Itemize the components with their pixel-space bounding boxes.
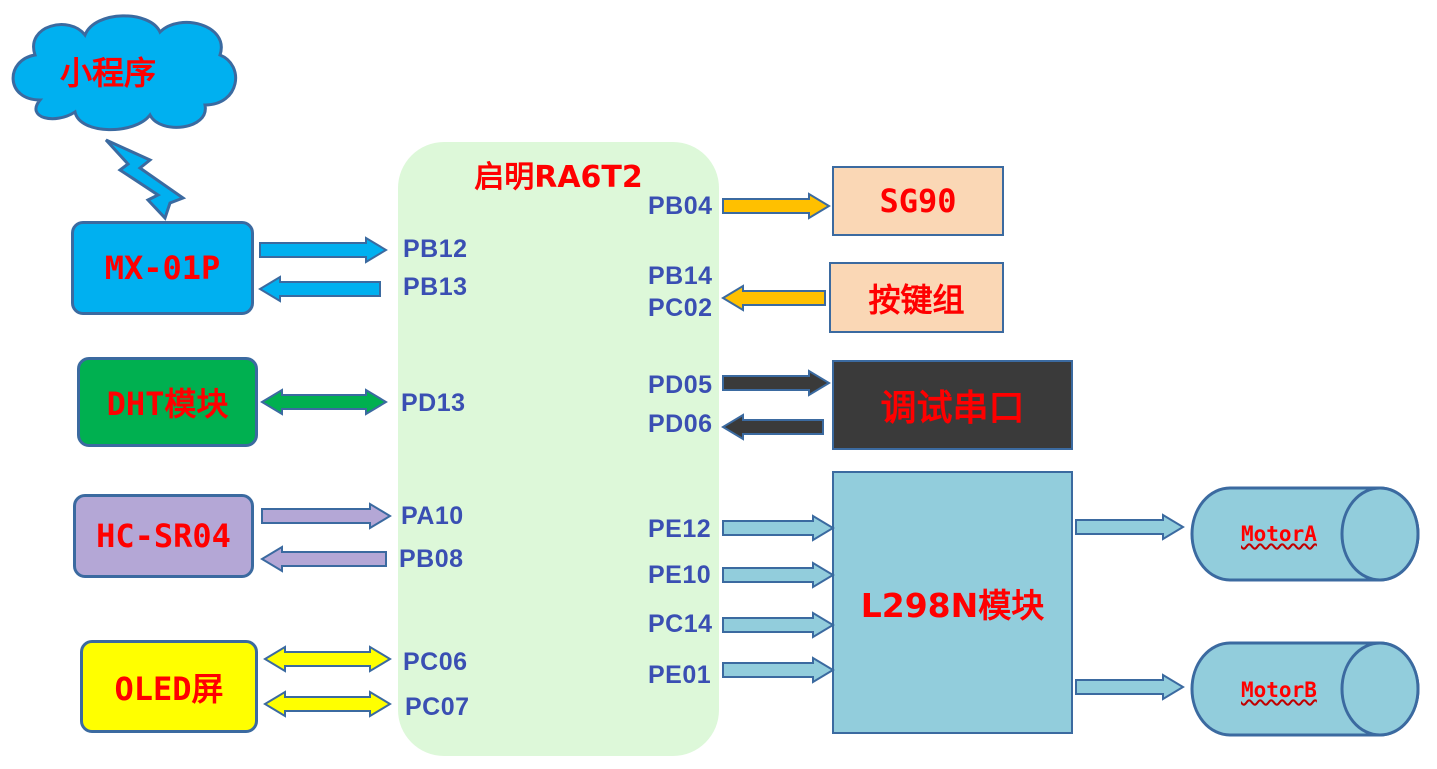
- pin-pc07: PC07: [405, 693, 470, 721]
- oled-module: OLED屏: [80, 640, 258, 733]
- arrow-keys-to-pb14: [721, 284, 826, 312]
- mx01p-module: MX-01P: [71, 221, 254, 315]
- arrow-pd05-to-uart: [722, 369, 831, 397]
- arrow-pc14-to-l298n: [722, 611, 835, 639]
- pin-pe01: PE01: [648, 661, 712, 689]
- pin-pb08: PB08: [399, 545, 464, 573]
- pin-pd05: PD05: [648, 371, 713, 399]
- l298n-module: L298N模块: [832, 471, 1073, 734]
- arrow-mx01p-to-pb12: [259, 236, 388, 264]
- hcsr04-module: HC-SR04: [73, 494, 254, 578]
- pin-pe10: PE10: [648, 561, 712, 589]
- pin-pe12: PE12: [648, 515, 712, 543]
- keys-label: 按键组: [868, 280, 965, 319]
- arrow-pb13-to-mx01p: [258, 275, 381, 303]
- pin-pd06: PD06: [648, 410, 713, 438]
- arrow-l298n-to-motorb: [1075, 673, 1185, 701]
- arrow-pb04-to-sg90: [722, 192, 831, 220]
- cloud-icon: [11, 14, 237, 221]
- pin-pc06: PC06: [403, 648, 468, 676]
- arrow-pe10-to-l298n: [722, 561, 835, 589]
- dht-label: DHT模块: [106, 385, 229, 423]
- pin-pb14: PB14: [648, 262, 713, 290]
- uart-label: 调试串口: [880, 388, 1025, 429]
- pin-pc02: PC02: [648, 294, 713, 322]
- dht-module: DHT模块: [77, 357, 258, 447]
- keys-module: 按键组: [829, 262, 1004, 333]
- pin-pb13: PB13: [403, 273, 468, 301]
- motors-graphic: [1190, 486, 1420, 737]
- arrow-pe12-to-l298n: [722, 514, 835, 542]
- sg90-module: SG90: [832, 166, 1004, 236]
- mini-program-label: 小程序: [60, 54, 157, 92]
- l298n-label: L298N模块: [860, 585, 1045, 625]
- pin-pa10: PA10: [401, 502, 464, 530]
- motor-b-label: MotorB: [1241, 678, 1317, 702]
- arrow-l298n-to-motora: [1075, 513, 1185, 541]
- oled-label: OLED屏: [114, 669, 224, 708]
- mcu-title: 启明RA6T2: [474, 160, 643, 195]
- motor-a-label: MotorA: [1241, 522, 1317, 546]
- arrow-oled-pc07: [263, 690, 392, 718]
- pin-pb04: PB04: [648, 192, 713, 220]
- arrow-dht-pd13: [260, 388, 388, 416]
- pin-pb12: PB12: [403, 235, 468, 263]
- arrow-hcsr04-to-pa10: [261, 502, 392, 530]
- mx01p-label: MX-01P: [104, 249, 221, 287]
- arrow-pb08-to-hcsr04: [260, 545, 387, 573]
- sg90-label: SG90: [879, 182, 957, 220]
- pin-pd13: PD13: [401, 389, 466, 417]
- arrow-pe01-to-l298n: [722, 656, 835, 684]
- uart-module: 调试串口: [832, 360, 1073, 450]
- motor-b-end: [1340, 641, 1420, 737]
- motor-a-end: [1340, 486, 1420, 582]
- arrow-uart-to-pd06: [721, 413, 824, 441]
- arrow-oled-pc06: [263, 645, 392, 673]
- pin-pc14: PC14: [648, 610, 713, 638]
- mcu-board: [398, 142, 719, 756]
- hcsr04-label: HC-SR04: [96, 517, 231, 555]
